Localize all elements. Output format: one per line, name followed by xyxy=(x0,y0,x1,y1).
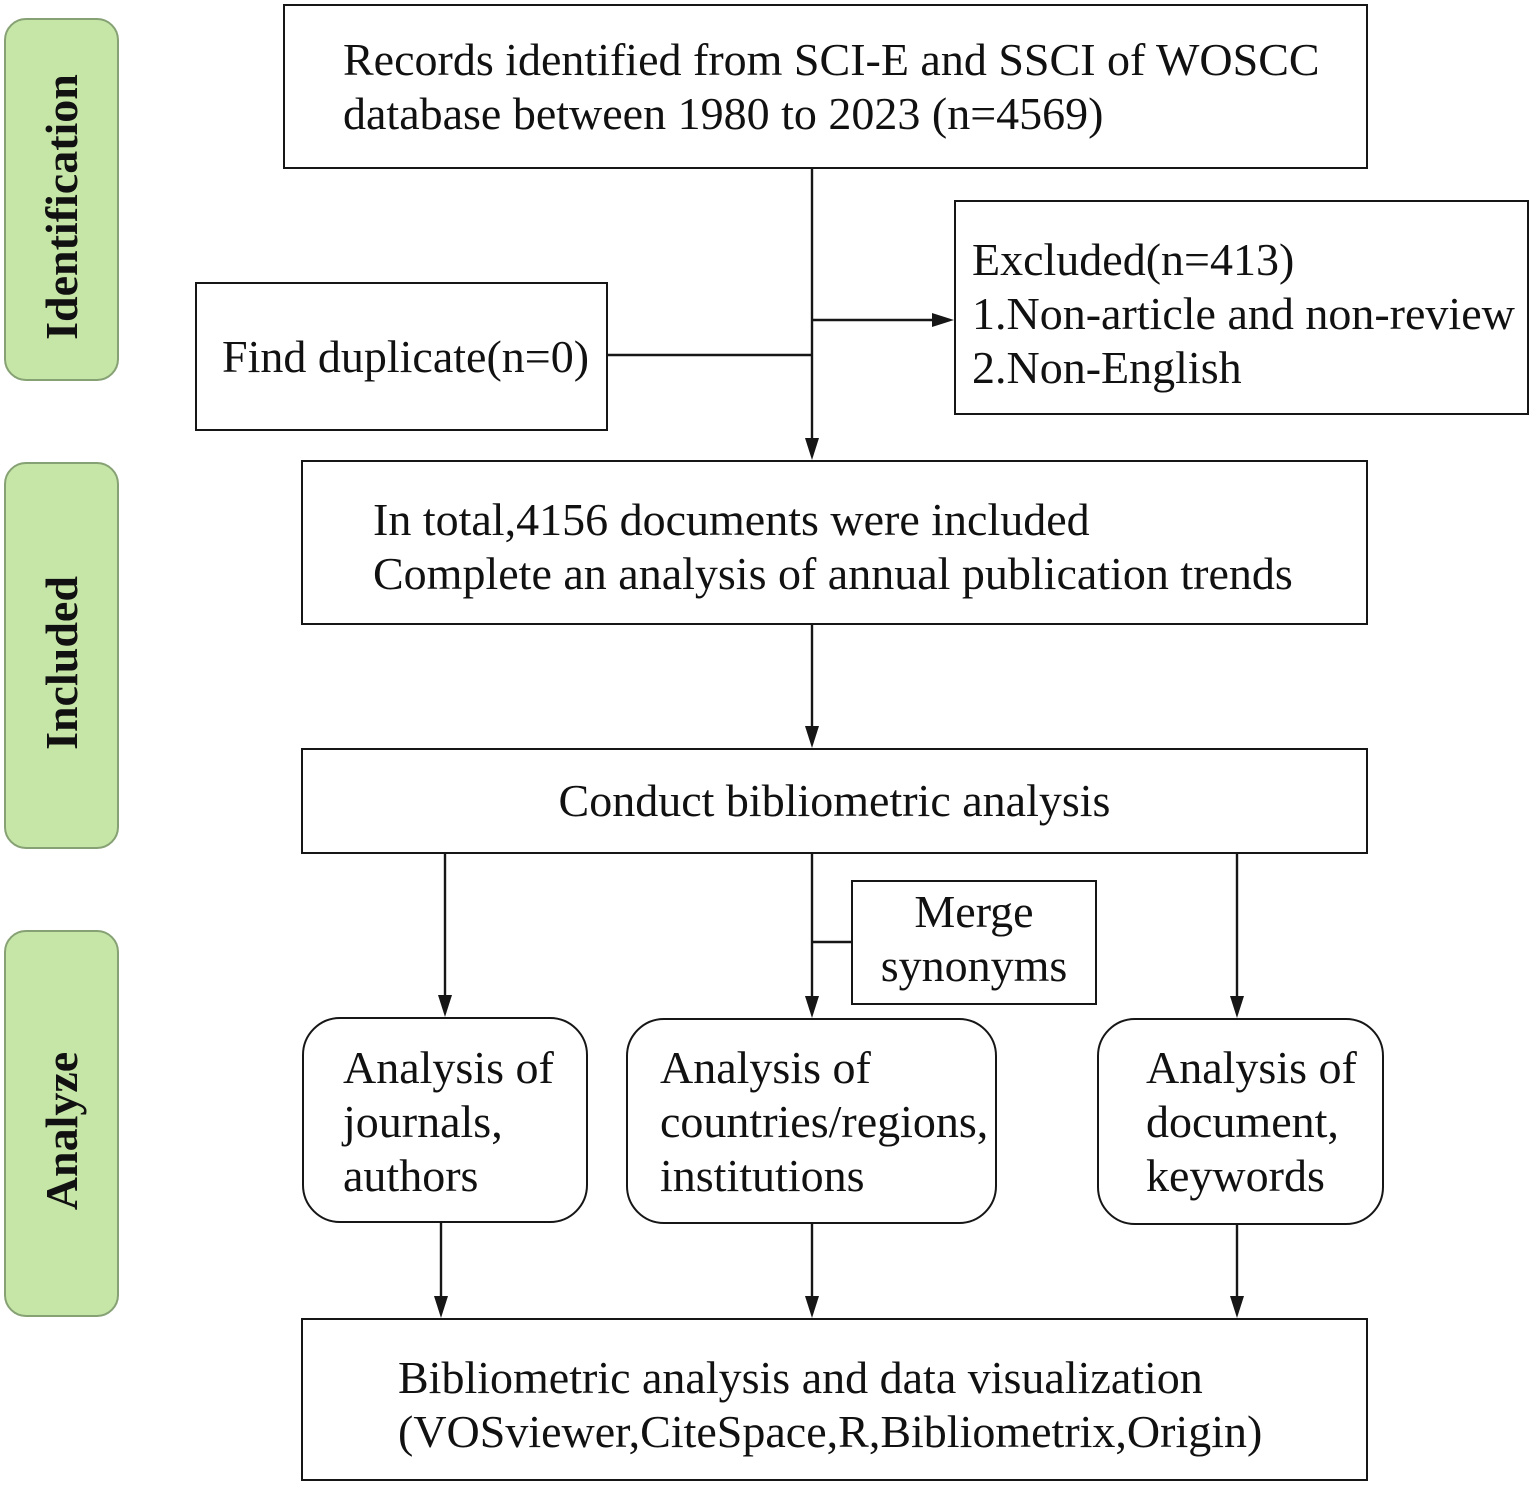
arrowhead-bibliometric xyxy=(805,726,819,748)
merge-box: Merge synonyms xyxy=(851,880,1097,1005)
bibliometric-line: Conduct bibliometric analysis xyxy=(558,775,1111,826)
arrowhead-output-middle xyxy=(805,1296,819,1318)
analysis-countries-box: Analysis of countries/regions, instituti… xyxy=(626,1018,997,1224)
bibliometric-box: Conduct bibliometric analysis xyxy=(301,748,1368,854)
stage-identification-label: Identification xyxy=(35,73,87,340)
analysis-countries-line-1: Analysis of xyxy=(660,1042,871,1093)
merge-line-1: Merge xyxy=(914,886,1034,937)
excluded-line-2: 1.Non-article and non-review xyxy=(972,288,1515,339)
analysis-journals-box: Analysis of journals, authors xyxy=(302,1017,588,1223)
excluded-line-3: 2.Non-English xyxy=(972,342,1242,393)
included-line-2: Complete an analysis of annual publicati… xyxy=(373,548,1293,599)
arrowhead-included xyxy=(805,438,819,460)
analysis-keywords-line-2: document, xyxy=(1146,1096,1339,1147)
arrowhead-excluded xyxy=(932,313,954,327)
records-text: Records identified from SCI-E and SSCI o… xyxy=(343,33,1320,141)
duplicate-text: Find duplicate(n=0) xyxy=(222,330,589,384)
stage-analyze: Analyze xyxy=(4,930,119,1317)
output-box: Bibliometric analysis and data visualiza… xyxy=(301,1318,1368,1481)
bibliometric-text: Conduct bibliometric analysis xyxy=(303,774,1366,828)
stage-analyze-label: Analyze xyxy=(35,1051,87,1211)
analysis-journals-line-2: journals, xyxy=(343,1096,503,1147)
included-box: In total,4156 documents were included Co… xyxy=(301,460,1368,625)
analysis-keywords-line-1: Analysis of xyxy=(1146,1042,1357,1093)
records-box: Records identified from SCI-E and SSCI o… xyxy=(283,4,1368,169)
arrowhead-output-right xyxy=(1230,1296,1244,1318)
excluded-line-1: Excluded(n=413) xyxy=(972,234,1295,285)
excluded-text: Excluded(n=413) 1.Non-article and non-re… xyxy=(972,233,1515,395)
output-text: Bibliometric analysis and data visualiza… xyxy=(398,1351,1262,1459)
included-line-1: In total,4156 documents were included xyxy=(373,494,1090,545)
included-text: In total,4156 documents were included Co… xyxy=(373,493,1293,601)
analysis-countries-line-2: countries/regions, xyxy=(660,1096,989,1147)
duplicate-line: Find duplicate(n=0) xyxy=(222,331,590,382)
output-line-2: (VOSviewer,CiteSpace,R,Bibliometrix,Orig… xyxy=(398,1406,1263,1457)
records-line-1: Records identified from SCI-E and SSCI o… xyxy=(343,34,1320,85)
stage-identification: Identification xyxy=(4,18,119,381)
arrowhead-analysis-journals xyxy=(438,995,452,1017)
analysis-keywords-text: Analysis of document, keywords xyxy=(1146,1041,1357,1203)
records-line-2: database between 1980 to 2023 (n=4569) xyxy=(343,88,1104,139)
analysis-countries-line-3: institutions xyxy=(660,1150,865,1201)
duplicate-box: Find duplicate(n=0) xyxy=(195,282,608,431)
analysis-keywords-line-3: keywords xyxy=(1146,1150,1325,1201)
output-line-1: Bibliometric analysis and data visualiza… xyxy=(398,1352,1203,1403)
arrowhead-analysis-countries xyxy=(805,996,819,1018)
merge-text: Merge synonyms xyxy=(853,885,1095,993)
excluded-box: Excluded(n=413) 1.Non-article and non-re… xyxy=(954,200,1529,415)
merge-line-2: synonyms xyxy=(880,940,1068,991)
analysis-journals-text: Analysis of journals, authors xyxy=(343,1041,554,1203)
analysis-journals-line-3: authors xyxy=(343,1150,479,1201)
analysis-keywords-box: Analysis of document, keywords xyxy=(1097,1018,1384,1225)
analysis-countries-text: Analysis of countries/regions, instituti… xyxy=(660,1041,988,1203)
arrowhead-analysis-keywords xyxy=(1230,996,1244,1018)
arrowhead-output-left xyxy=(434,1296,448,1318)
analysis-journals-line-1: Analysis of xyxy=(343,1042,554,1093)
stage-included: Included xyxy=(4,462,119,849)
stage-included-label: Included xyxy=(35,576,87,751)
